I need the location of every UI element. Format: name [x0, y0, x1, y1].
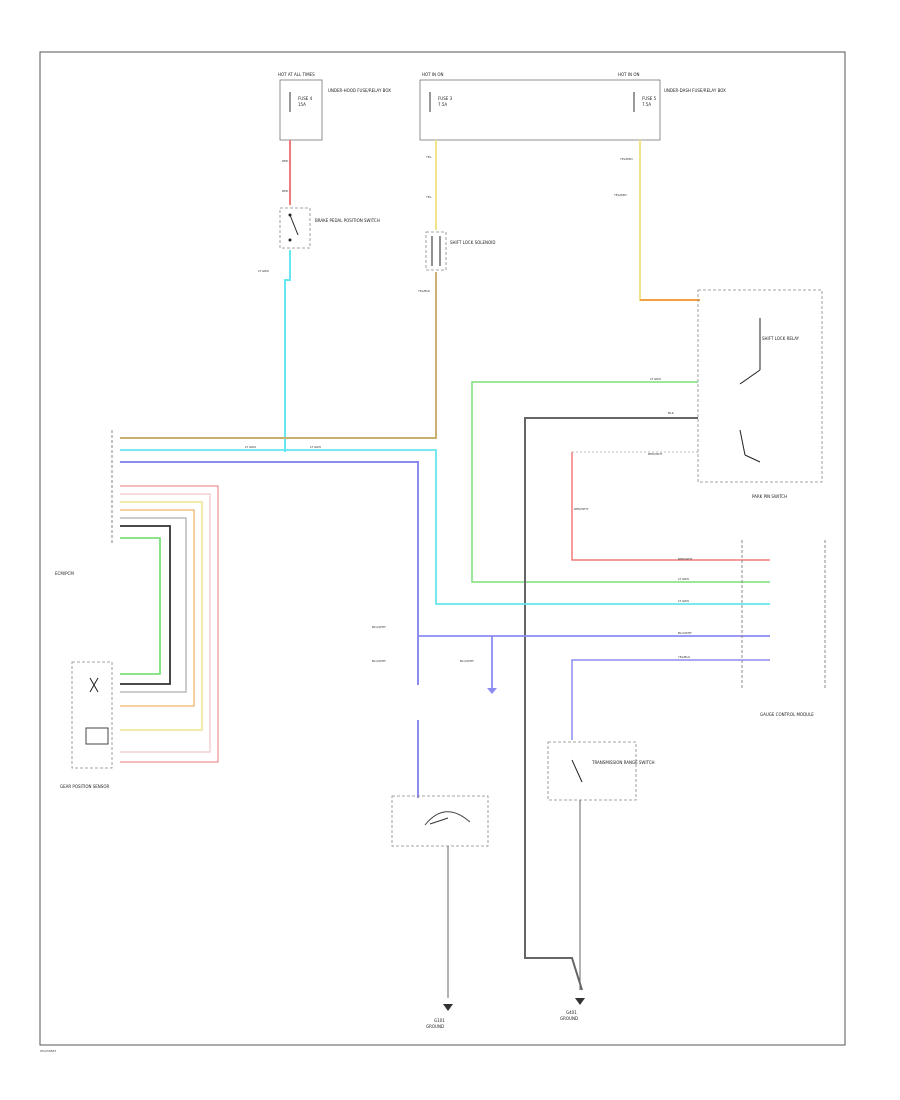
svg-text:YEL/RED: YEL/RED	[620, 157, 633, 161]
svg-text:RED/WHT: RED/WHT	[574, 507, 589, 511]
brake-switch-label: BRAKE PEDAL POSITION SWITCH	[315, 218, 380, 223]
svg-text:LT GRN: LT GRN	[310, 445, 321, 449]
relay-label: SHIFT LOCK RELAY	[762, 336, 800, 341]
park-pin-label: PARK PIN SWITCH	[752, 494, 787, 499]
svg-text:YEL/BLK: YEL/BLK	[418, 289, 431, 293]
ground-left-id: G101	[434, 1018, 445, 1023]
shift-lock-relay: SHIFT LOCK RELAY PARK PIN SWITCH	[697, 289, 823, 499]
fuse-c-desc: UNDER-DASH FUSE/RELAY BOX	[664, 88, 726, 93]
footer-code: W1234567	[40, 1049, 56, 1053]
ground-right-label: GROUND	[560, 1016, 578, 1021]
wire-cyan-main	[120, 449, 770, 605]
fuse-a-top-label: HOT AT ALL TIMES	[278, 72, 315, 77]
wire-gray-gear	[120, 517, 187, 693]
wire-yellow-gear	[120, 501, 203, 731]
wire-green-relay	[471, 381, 770, 583]
svg-text:YEL/RED: YEL/RED	[614, 193, 627, 197]
svg-text:LT GRN: LT GRN	[258, 269, 269, 273]
fuse-b-amps: 7.5A	[438, 102, 447, 107]
wire-blue-ecm	[120, 461, 419, 685]
fuse-block-a: HOT AT ALL TIMES FUSE 4 15A UNDER-HOOD F…	[278, 72, 391, 141]
fuse-a-amps: 15A	[298, 102, 306, 107]
wire-green-gear	[120, 537, 161, 675]
fuse-c-top-label: HOT IN ON	[618, 72, 639, 77]
fuse-b-top-label: HOT IN ON	[422, 72, 443, 77]
svg-text:YEL/BLU: YEL/BLU	[678, 655, 690, 659]
svg-text:BLK: BLK	[668, 411, 675, 415]
fuse-block-bc: HOT IN ON FUSE 3 7.5A HOT IN ON FUSE 5 7…	[419, 72, 726, 141]
svg-text:YEL: YEL	[426, 155, 432, 159]
wire-yellow-c	[639, 140, 700, 301]
ground-left-label: GROUND	[426, 1024, 444, 1029]
wire-pink-gear	[120, 493, 211, 753]
svg-text:RED: RED	[282, 159, 289, 163]
trans-range-gauge	[391, 795, 489, 847]
range-switch-label: TRANSMISSION RANGE SWITCH	[591, 760, 655, 765]
ground-left: G101 GROUND	[426, 1004, 453, 1029]
gear-sensor-label: GEAR POSITION SENSOR	[60, 784, 109, 789]
wire-black-gear	[120, 525, 171, 685]
svg-text:LT GRN: LT GRN	[650, 377, 661, 381]
gauge-control-label: GAUGE CONTROL MODULE	[760, 712, 814, 717]
gear-sensor: GEAR POSITION SENSOR	[60, 661, 113, 789]
wire-red-gear	[120, 485, 219, 763]
svg-text:BLU/WHT: BLU/WHT	[372, 659, 386, 663]
diagram-frame	[39, 51, 846, 1046]
shift-lock-solenoid: SHIFT LOCK SOLENOID	[425, 231, 495, 271]
svg-text:BLU/WHT: BLU/WHT	[460, 659, 474, 663]
svg-text:LT GRN: LT GRN	[678, 577, 689, 581]
fuse-b-fuse: FUSE 3	[438, 96, 453, 101]
svg-text:LT GRN: LT GRN	[245, 445, 256, 449]
ecm-connector: ECM/PCM	[55, 430, 113, 576]
wire-red-parkpin	[571, 452, 770, 561]
wire-cyan-brake	[284, 250, 291, 452]
fuse-c-fuse: FUSE 5	[642, 96, 657, 101]
fuse-a-fuse: FUSE 4	[298, 96, 313, 101]
fuse-a-desc: UNDER-HOOD FUSE/RELAY BOX	[328, 88, 391, 93]
svg-text:RED: RED	[282, 189, 289, 193]
wire-tan-solenoid	[120, 272, 437, 439]
svg-text:BLU/WHT: BLU/WHT	[678, 631, 692, 635]
ground-right: G401 GROUND	[560, 998, 585, 1021]
range-switch-right: TRANSMISSION RANGE SWITCH	[547, 741, 655, 801]
ground-right-id: G401	[566, 1010, 577, 1015]
connector-right: GAUGE CONTROL MODULE	[741, 540, 826, 717]
wire-orange-gear	[120, 509, 195, 707]
svg-text:LT GRN: LT GRN	[678, 599, 689, 603]
svg-text:RED/WHT: RED/WHT	[678, 557, 693, 561]
fuse-c-amps: 7.5A	[642, 102, 651, 107]
brake-switch: BRAKE PEDAL POSITION SWITCH	[279, 207, 380, 249]
svg-text:YEL: YEL	[426, 195, 432, 199]
solenoid-label: SHIFT LOCK SOLENOID	[450, 240, 495, 245]
svg-text:BLU/WHT: BLU/WHT	[372, 625, 386, 629]
ecm-label: ECM/PCM	[55, 571, 74, 576]
wire-blue-switch	[571, 659, 770, 740]
svg-text:RED/WHT: RED/WHT	[648, 452, 663, 456]
wire-black-relay	[524, 417, 698, 991]
